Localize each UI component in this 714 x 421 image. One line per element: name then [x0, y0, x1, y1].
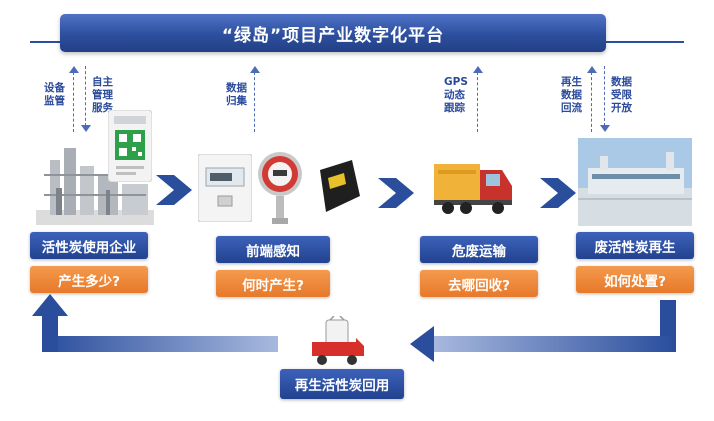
stage-enterprise-label: 活性炭使用企业 — [41, 239, 137, 256]
stage-transport-label: 危废运输 — [452, 243, 506, 260]
return-loop-arrow — [32, 294, 676, 362]
question-when-label: 何时产生? — [242, 277, 304, 294]
up-arrow-icon — [250, 66, 260, 132]
question-disposal-label: 如何处置? — [604, 273, 666, 290]
pressure-gauge-image — [256, 150, 304, 226]
question-amount-label: 产生多少? — [58, 273, 120, 290]
arrow-right-icon — [156, 175, 192, 205]
up-arrow-icon — [69, 66, 79, 132]
question-amount: 产生多少? — [30, 266, 148, 293]
question-where: 去哪回收? — [420, 270, 538, 297]
recycle-truck-icon — [308, 315, 368, 370]
stage-regeneration: 废活性炭再生 — [576, 232, 694, 259]
electric-meter-image — [197, 153, 253, 223]
loop-recycle-label: 再生活性炭回用 — [280, 369, 404, 399]
regeneration-plant-image — [578, 138, 692, 226]
label-self-service: 自主 管理 服务 — [92, 76, 113, 114]
label-regen-data: 再生 数据 回流 — [561, 76, 582, 114]
question-disposal: 如何处置? — [576, 266, 694, 293]
question-where-label: 去哪回收? — [448, 277, 510, 294]
label-gps-track: GPS 动态 跟踪 — [444, 76, 468, 114]
down-arrow-icon — [81, 66, 91, 132]
stage-sensing-label: 前端感知 — [246, 243, 300, 260]
stage-sensing: 前端感知 — [216, 236, 330, 263]
label-data-collect: 数据 归集 — [226, 82, 247, 107]
up-arrow-icon — [587, 66, 597, 132]
arrow-right-icon — [540, 178, 576, 208]
qr-terminal-image — [107, 109, 153, 183]
title-text: “绿岛”项目产业数字化平台 — [221, 25, 445, 46]
factory-image — [36, 140, 154, 225]
up-arrow-icon — [473, 66, 483, 132]
page-title: “绿岛”项目产业数字化平台 — [60, 14, 606, 52]
stage-transport: 危废运输 — [420, 236, 538, 263]
down-arrow-icon — [600, 66, 610, 132]
stage-regeneration-label: 废活性炭再生 — [594, 239, 676, 256]
sensor-box-image — [314, 156, 362, 216]
question-when: 何时产生? — [216, 270, 330, 297]
truck-image — [432, 160, 514, 216]
loop-recycle-text: 再生活性炭回用 — [294, 378, 390, 394]
label-equipment-monitor: 设备 监管 — [44, 82, 65, 107]
label-data-open: 数据 受限 开放 — [611, 76, 632, 114]
arrow-right-icon — [378, 178, 414, 208]
stage-enterprise: 活性炭使用企业 — [30, 232, 148, 259]
